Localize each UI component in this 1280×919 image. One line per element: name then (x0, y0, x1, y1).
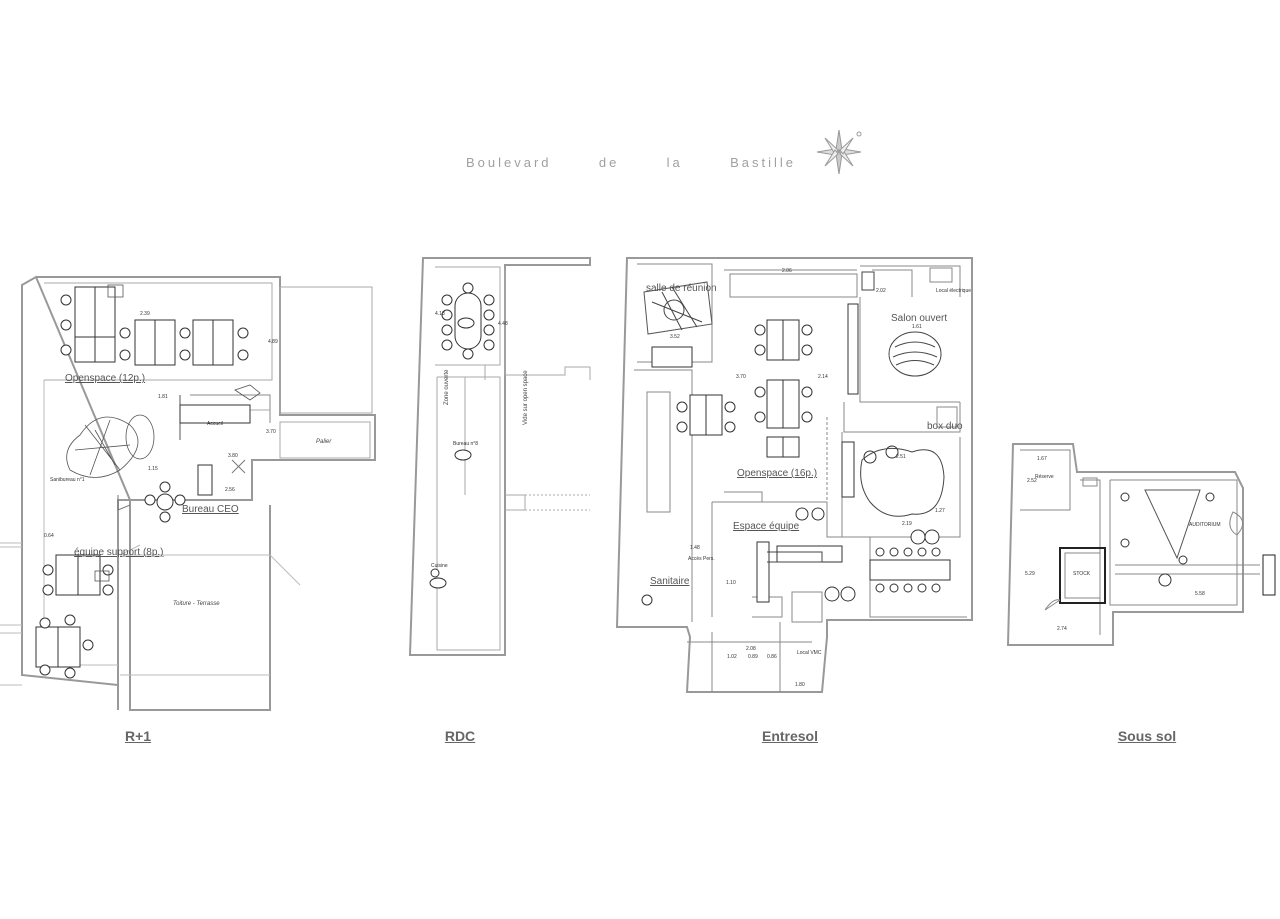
dim-label: 1.80 (795, 682, 805, 688)
room-label-zone: Zone ouverte (444, 369, 450, 405)
street-name: Boulevard de la Bastille (466, 155, 796, 173)
plan-rdc-drawing: 4.18 4.48 Bureau n°8 Cuisine Zone ouvert… (408, 257, 591, 656)
dim-label: 2.52 (1027, 478, 1037, 484)
dim-label: 2.02 (876, 288, 886, 294)
dim-label: 5.58 (1195, 591, 1205, 597)
dim-label: 3.70 (736, 374, 746, 380)
plan-entresol-drawing: 3.52 3.70 2.14 1.61 2.51 2.19 1.27 1.48 … (615, 257, 973, 693)
room-label-local-vmc: Local VMC (797, 650, 822, 656)
dim-label: 1.27 (935, 508, 945, 514)
dim-label: 4.48 (498, 321, 508, 327)
street-word: Boulevard (466, 155, 552, 170)
dim-label: 1.81 (158, 394, 168, 400)
room-label-acces-pmr: Accès Pers. (688, 556, 715, 562)
room-label-local-electrique: Local électrique (936, 288, 971, 294)
dim-label: 0.64 (44, 533, 54, 539)
dim-label: 2.14 (818, 374, 828, 380)
room-label-vide: Vide sur open space (523, 370, 529, 425)
room-label-toiture: Toiture - Terrasse (173, 601, 220, 607)
plan-sous-sol-drawing: 1.67 2.52 5.29 2.74 5.58 Réserve STOCK A… (1006, 443, 1276, 646)
room-label-cuisine: Cuisine (431, 563, 448, 569)
floor-label-sous-sol: Sous sol (1117, 728, 1177, 744)
room-label-reserve: Réserve (1035, 474, 1054, 480)
room-label-accueil: Accueil (207, 421, 223, 427)
street-word: de (598, 155, 620, 170)
dim-label: 4.18 (435, 311, 445, 317)
plan-r1: 1.81 2.39 4.89 3.80 3.70 2.56 0.64 1.15 … (0, 255, 390, 715)
dim-label: 1.67 (1037, 456, 1047, 462)
room-label-espace-equipe: Espace équipe (733, 521, 800, 532)
room-label-stock: STOCK (1073, 571, 1091, 577)
room-label-salle-reunion: salle de réunion (646, 283, 717, 294)
room-label-openspace: Openspace (12p.) (65, 373, 146, 384)
dim-label: 0.89 (748, 654, 758, 660)
floor-label-entresol: Entresol (761, 728, 818, 744)
room-label-salon-ouvert: Salon ouvert (891, 313, 948, 324)
room-label-sanitaire: Sanitaire (650, 576, 690, 587)
plan-rdc: 4.18 4.48 Bureau n°8 Cuisine Zone ouvert… (405, 255, 595, 660)
room-label-palier: Palier (316, 439, 332, 445)
dim-label: 3.80 (228, 453, 238, 459)
dim-label: 2.08 (746, 646, 756, 652)
dim-label: 1.02 (727, 654, 737, 660)
dim-label: 1.10 (726, 580, 736, 586)
dim-label: 1.61 (912, 324, 922, 330)
dim-label: 1.15 (148, 466, 158, 472)
street-word: Bastille (730, 155, 796, 170)
floor-label-rdc: RDC (444, 728, 476, 744)
dim-label: 0.86 (767, 654, 777, 660)
dim-label: 2.74 (1057, 626, 1067, 632)
room-label-box-duo: box duo (927, 421, 963, 432)
room-label-openspace: Openspace (16p.) (737, 468, 818, 479)
room-label-auditorium: AUDITORIUM (1189, 522, 1221, 528)
dim-label: 2.06 (782, 268, 792, 274)
dim-label: 2.51 (896, 454, 906, 460)
plan-r1-drawing: 1.81 2.39 4.89 3.80 3.70 2.56 0.64 1.15 … (0, 275, 376, 711)
dim-label: 2.19 (902, 521, 912, 527)
dim-label: 1.48 (690, 545, 700, 551)
room-label-sanibureau: Sanibureau n°1 (50, 477, 85, 483)
dim-label: 3.70 (266, 429, 276, 435)
plan-sous-sol: 1.67 2.52 5.29 2.74 5.58 Réserve STOCK A… (1005, 440, 1277, 652)
dim-label: 5.29 (1025, 571, 1035, 577)
dim-label: 2.39 (140, 311, 150, 317)
room-label-bureau: Bureau n°8 (453, 441, 478, 447)
room-label-bureau-ceo: Bureau CEO (182, 504, 239, 515)
floor-label-r1: R+1 (124, 728, 152, 744)
street-word: la (666, 155, 683, 170)
dim-label: 3.52 (670, 334, 680, 340)
dim-label: 2.56 (225, 487, 235, 493)
compass-rose-icon (816, 129, 862, 175)
dim-label: 4.89 (268, 339, 278, 345)
plan-entresol: 3.52 3.70 2.14 1.61 2.51 2.19 1.27 1.48 … (612, 252, 977, 697)
room-label-equipe-support: équipe support (8p.) (74, 547, 164, 558)
